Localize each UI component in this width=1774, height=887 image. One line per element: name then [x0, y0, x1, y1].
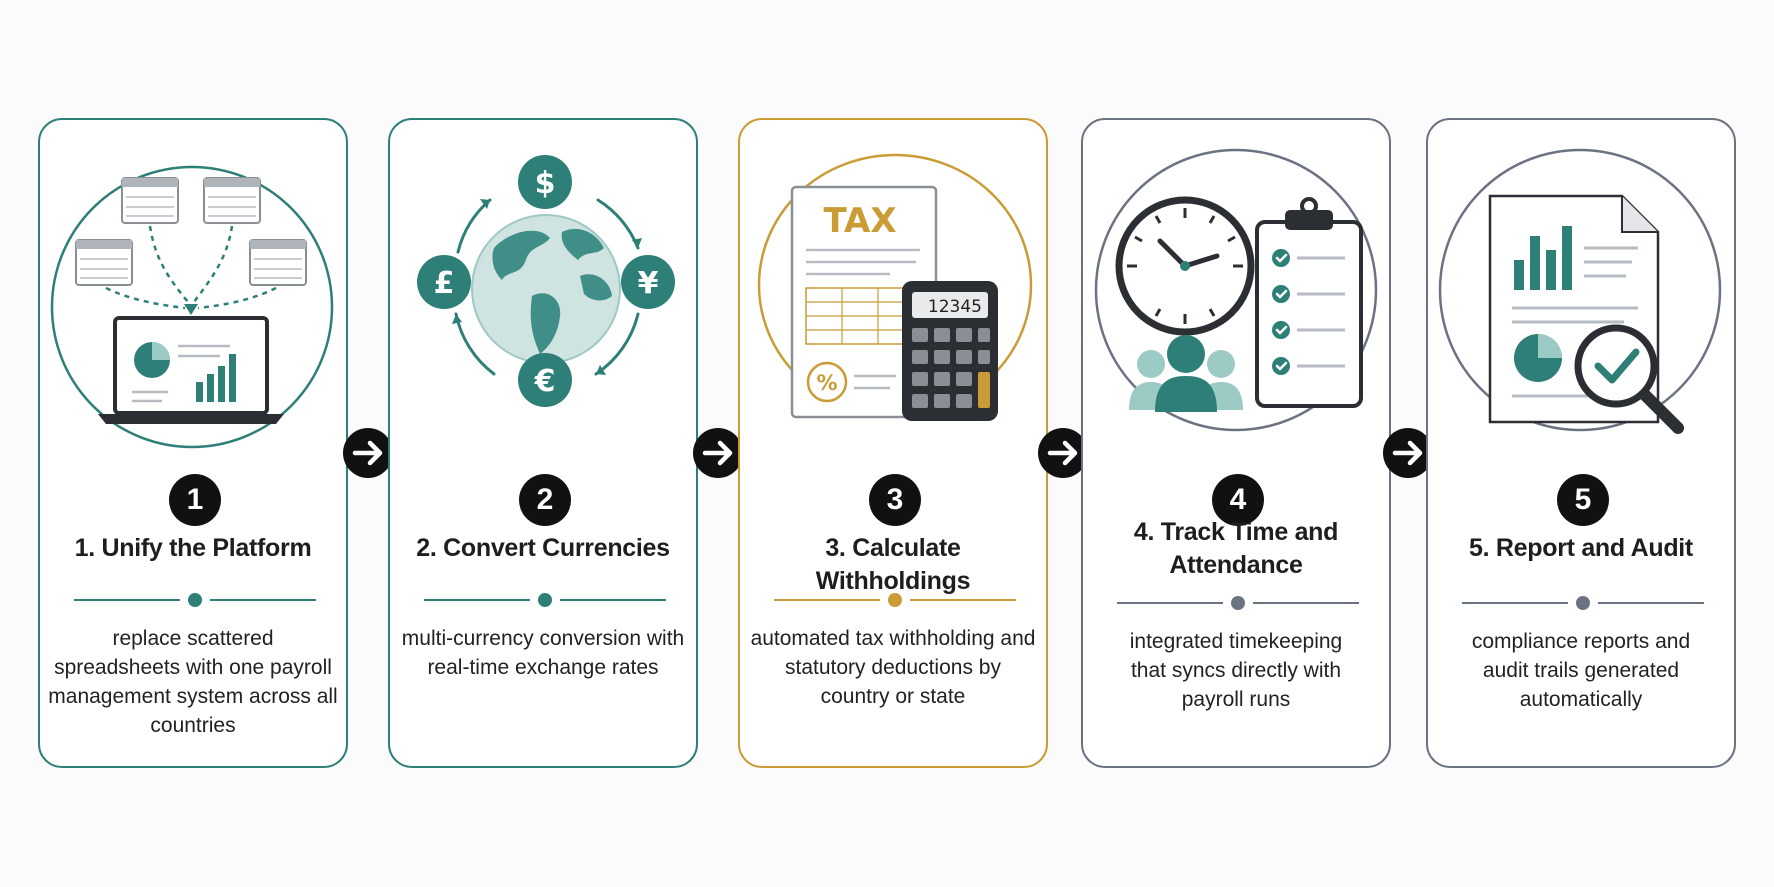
step-divider [1117, 596, 1359, 610]
step-description: multi-currency conversion with real-time… [401, 627, 685, 679]
step-title: 1. Unify the Platform [74, 534, 312, 562]
step-number-badge: 3 [869, 474, 921, 526]
step-card-3: TAX % 12345 3 [738, 118, 1048, 768]
pound-symbol: £ [434, 266, 455, 301]
step-title: 2. Convert Currencies [416, 534, 670, 562]
step-description: automated tax withholding and statutory … [750, 627, 1036, 708]
spreadsheets-to-laptop-icon [40, 120, 350, 450]
step-description: integrated timekeeping that syncs direct… [1129, 630, 1343, 711]
arrow-right-icon [1383, 428, 1433, 478]
step-number-badge: 1 [169, 474, 221, 526]
step-description: replace scattered spreadsheets with one … [48, 627, 338, 737]
step-title: 5. Report and Audit [1469, 534, 1693, 562]
step-description: compliance reports and audit trails gene… [1471, 630, 1691, 711]
clock-clipboard-icon [1083, 120, 1393, 450]
arrow-right-icon [1038, 428, 1088, 478]
arrow-right-icon [343, 428, 393, 478]
tax-calculator-icon: TAX % 12345 [740, 120, 1050, 450]
step-divider [424, 593, 666, 607]
step-divider [74, 593, 316, 607]
step-title: 3. Calculate Withholdings [815, 534, 971, 595]
step-number-badge: 2 [519, 474, 571, 526]
step-divider [1462, 596, 1704, 610]
svg-text:%: % [816, 371, 837, 395]
yen-symbol: ¥ [638, 266, 659, 301]
step-number-badge: 5 [1557, 474, 1609, 526]
euro-symbol: € [534, 364, 556, 399]
step-divider [774, 593, 1016, 607]
report-magnifier-icon [1428, 120, 1738, 450]
tax-label: TAX [823, 201, 896, 241]
step-card-5: 5 5. Report and Audit compliance reports… [1426, 118, 1736, 768]
step-card-2: $ ¥ € £ 2 2. Convert Currencies multi-cu… [388, 118, 698, 768]
step-card-1: 1 1. Unify the Platform replace scattere… [38, 118, 348, 768]
step-title: 4. Track Time and Attendance [1133, 518, 1339, 579]
calculator-display: 12345 [928, 297, 982, 317]
globe-currency-icon: $ ¥ € £ [390, 120, 700, 450]
arrow-right-icon [693, 428, 743, 478]
dollar-symbol: $ [535, 166, 556, 201]
step-card-4: 4 4. Track Time and Attendance integrate… [1081, 118, 1391, 768]
step-number-badge: 4 [1212, 474, 1264, 526]
